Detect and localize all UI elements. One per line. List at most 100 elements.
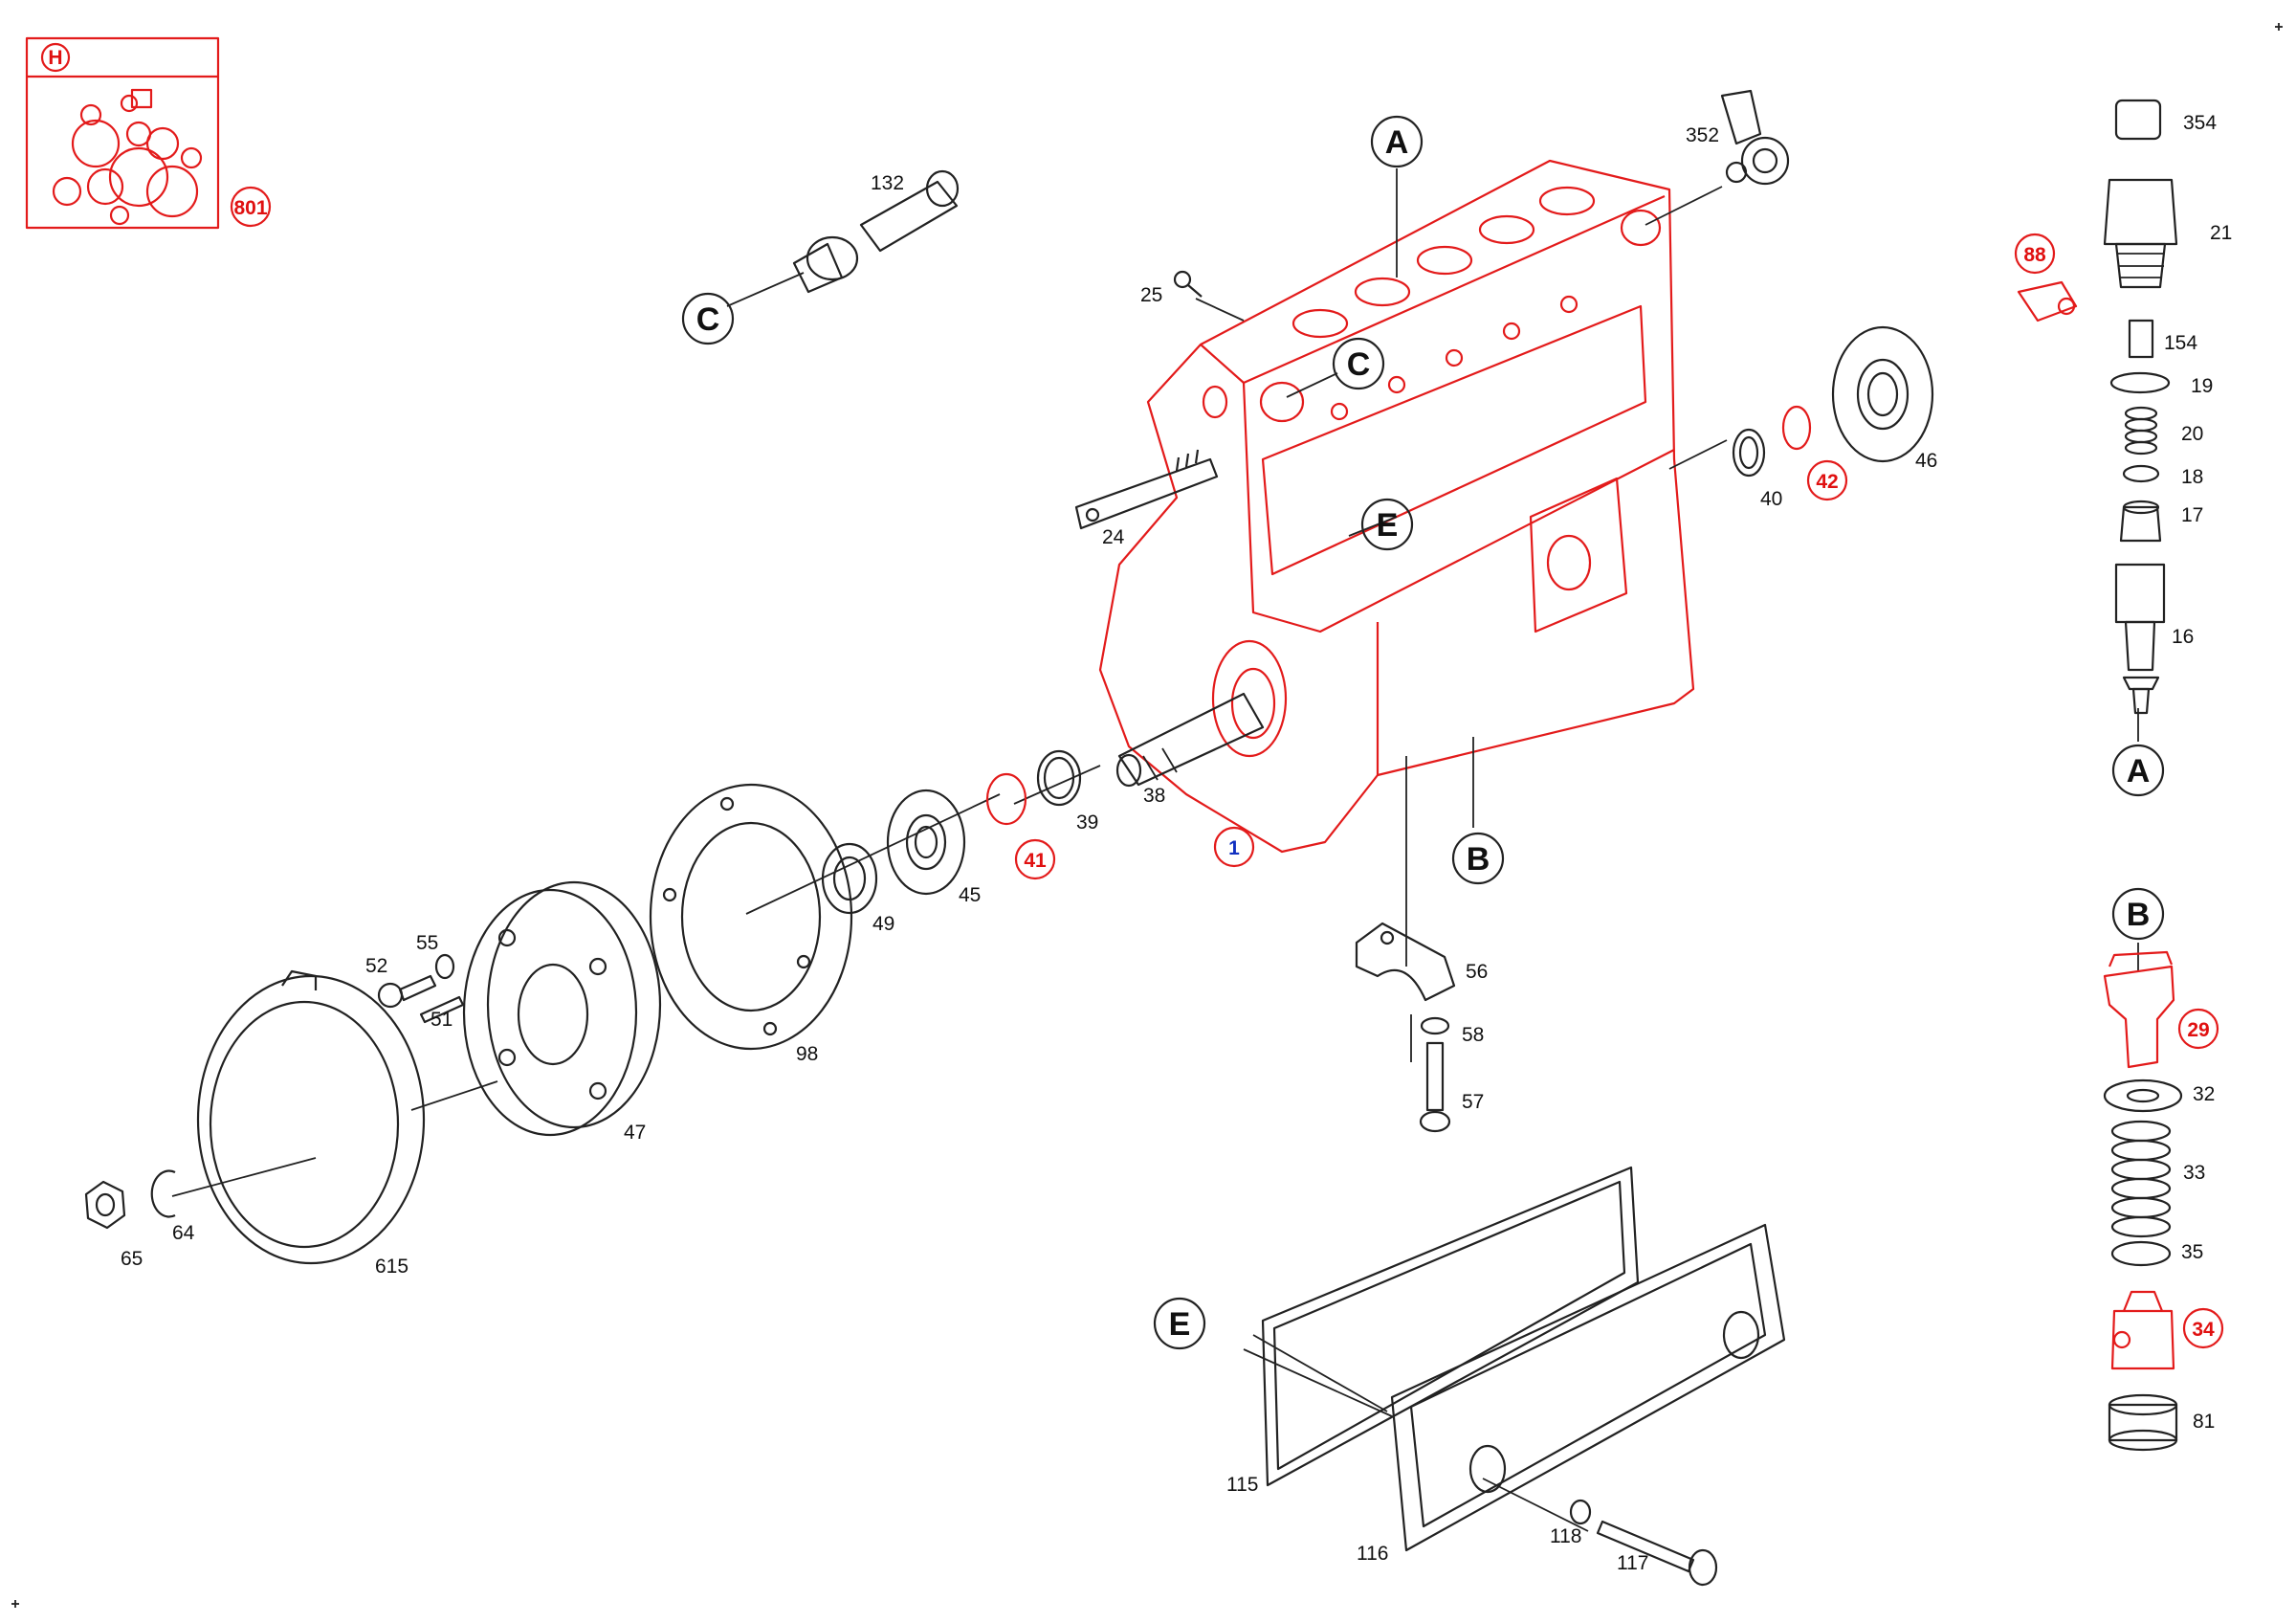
part-58-washer[interactable] [1420, 1016, 1450, 1035]
part-29-control-sleeve[interactable] [2103, 950, 2175, 1069]
part-117-screw[interactable] [1596, 1520, 1718, 1587]
letter-callout-B-housing[interactable]: B [1451, 832, 1505, 885]
part-34-roller-tappet[interactable] [2110, 1290, 2175, 1370]
callout-1[interactable]: 1 [1213, 826, 1255, 868]
part-24-control-rack[interactable] [1074, 449, 1219, 530]
part-52-bolt[interactable] [377, 974, 437, 1009]
label-25: 25 [1140, 284, 1162, 306]
part-116-cover[interactable] [1390, 1223, 1786, 1552]
part-115-gasket[interactable] [1261, 1166, 1640, 1487]
label-352: 352 [1686, 124, 1719, 146]
callout-801[interactable]: 801 [230, 186, 272, 228]
part-354-cap[interactable] [2114, 99, 2162, 141]
pump-housing[interactable] [1098, 159, 1695, 854]
label-615: 615 [375, 1256, 408, 1278]
part-615-ring[interactable] [196, 969, 426, 1265]
svg-text:A: A [1385, 124, 1409, 161]
label-32: 32 [2193, 1083, 2215, 1105]
svg-text:34: 34 [2192, 1319, 2215, 1341]
part-118-washer[interactable] [1569, 1499, 1592, 1525]
part-57-bolt[interactable] [1419, 1041, 1451, 1133]
svg-text:E: E [1377, 507, 1399, 544]
part-42-oring[interactable] [1781, 405, 1812, 451]
part-32-spring-seat[interactable] [2103, 1078, 2183, 1113]
svg-text:1: 1 [1228, 837, 1240, 859]
part-46-bearing[interactable] [1831, 325, 1934, 463]
svg-text:41: 41 [1024, 850, 1047, 872]
kit-brand-icon: H [48, 47, 62, 69]
part-39-ring[interactable] [1036, 749, 1082, 807]
label-21: 21 [2210, 222, 2232, 244]
part-49-seal[interactable] [821, 842, 878, 915]
label-18: 18 [2181, 466, 2203, 488]
part-18-washer[interactable] [2122, 464, 2160, 483]
label-58: 58 [1462, 1024, 1484, 1046]
part-17-valve[interactable] [2119, 500, 2162, 543]
label-354: 354 [2183, 112, 2217, 134]
letter-callout-E-housing[interactable]: E [1360, 498, 1414, 551]
label-117: 117 [1617, 1552, 1648, 1574]
label-38: 38 [1143, 785, 1165, 807]
label-45: 45 [959, 884, 981, 906]
svg-text:B: B [1467, 841, 1490, 878]
control-rack-slots [1330, 295, 1578, 421]
letter-callout-C-left[interactable]: C [681, 292, 735, 345]
part-19-gasket[interactable] [2109, 371, 2171, 394]
label-51: 51 [430, 1009, 453, 1031]
callout-41[interactable]: 41 [1014, 838, 1056, 880]
label-57: 57 [1462, 1091, 1484, 1113]
label-65: 65 [121, 1248, 143, 1270]
part-352-banjo[interactable] [1720, 89, 1790, 186]
label-49: 49 [872, 913, 894, 935]
letter-callout-C-housing[interactable]: C [1332, 337, 1385, 390]
label-154: 154 [2164, 332, 2197, 354]
label-118: 118 [1550, 1525, 1581, 1547]
letter-callout-A-top[interactable]: A [1370, 115, 1424, 168]
svg-text:E: E [1169, 1306, 1191, 1343]
part-51-pin[interactable] [419, 995, 465, 1024]
label-19: 19 [2191, 375, 2213, 397]
seal-rings-icon [52, 88, 203, 226]
callout-88[interactable]: 88 [2014, 233, 2056, 275]
label-98: 98 [796, 1043, 818, 1065]
part-88-clamp[interactable] [2017, 280, 2078, 322]
svg-text:88: 88 [2023, 244, 2046, 266]
part-98-gasket[interactable] [649, 783, 853, 1051]
callout-42[interactable]: 42 [1806, 459, 1848, 501]
barrel-bores [1292, 186, 1596, 339]
part-33-spring[interactable] [2110, 1120, 2172, 1238]
callout-34[interactable]: 34 [2182, 1307, 2224, 1349]
label-55: 55 [416, 932, 438, 954]
label-35: 35 [2181, 1241, 2203, 1263]
part-35-lower-seat[interactable] [2110, 1240, 2172, 1267]
part-55-washer[interactable] [434, 953, 455, 980]
letter-callout-A-right[interactable]: A [2111, 744, 2165, 797]
label-17: 17 [2181, 504, 2203, 526]
svg-text:42: 42 [1816, 471, 1838, 493]
svg-text:C: C [696, 301, 720, 338]
part-154-stem[interactable] [2128, 319, 2154, 359]
svg-text:C: C [1347, 346, 1371, 383]
part-56-bracket[interactable] [1355, 922, 1456, 1002]
svg-text:801: 801 [233, 197, 267, 219]
part-132-tappet[interactable] [792, 169, 960, 294]
part-41-oring[interactable] [985, 772, 1027, 826]
label-52: 52 [365, 955, 387, 977]
callout-29[interactable]: 29 [2177, 1008, 2219, 1050]
part-40-ring[interactable] [1732, 428, 1766, 478]
part-47-flange[interactable] [462, 880, 662, 1137]
part-45-bearing[interactable] [886, 789, 966, 896]
letter-callout-E-bottom[interactable]: E [1153, 1297, 1206, 1350]
label-64: 64 [172, 1222, 195, 1244]
label-39: 39 [1076, 812, 1098, 834]
part-21-valve-holder[interactable] [2103, 178, 2178, 289]
seal-kit-box[interactable]: H [25, 36, 220, 230]
part-81-shim[interactable] [2108, 1393, 2178, 1452]
camshaft-end[interactable] [1115, 692, 1265, 788]
letter-callout-B-right[interactable]: B [2111, 887, 2165, 941]
part-20-spring[interactable] [2124, 406, 2158, 456]
part-64-lock-washer[interactable] [150, 1169, 176, 1218]
part-65-nut[interactable] [84, 1180, 126, 1230]
part-16-plunger[interactable] [2114, 563, 2166, 715]
part-25-screw[interactable] [1173, 270, 1203, 298]
